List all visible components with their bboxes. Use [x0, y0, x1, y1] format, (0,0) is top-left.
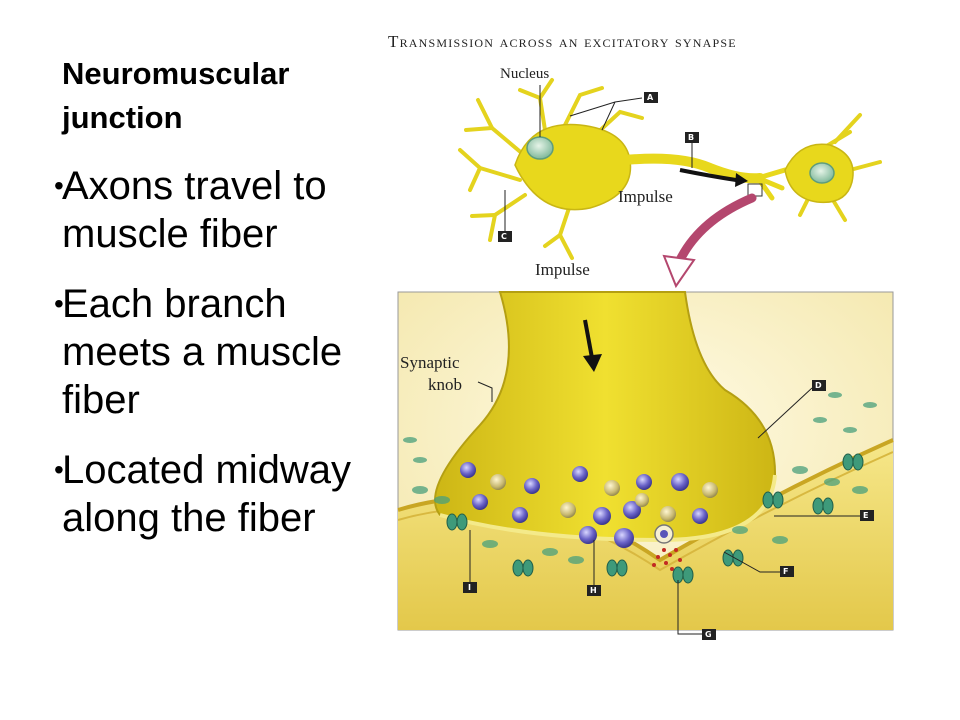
svg-text:I: I	[468, 583, 471, 592]
svg-text:D: D	[815, 381, 822, 390]
svg-text:B: B	[688, 133, 694, 142]
vesicles	[460, 462, 718, 548]
tag-e: E	[860, 510, 874, 521]
axon	[620, 153, 765, 184]
label-impulse-bottom: Impulse	[535, 260, 590, 279]
bullet-text: Axons travel to muscle fiber	[62, 164, 327, 256]
synapse-closeup: Synaptic knob D E F G H I	[397, 291, 894, 640]
svg-text:C: C	[501, 232, 507, 241]
label-synaptic-knob-2: knob	[428, 375, 462, 394]
bullet-item: •Located midway along the fiber	[54, 448, 352, 540]
bullet-list: •Axons travel to muscle fiber •Each bran…	[54, 162, 362, 564]
tag-d: D	[812, 380, 826, 391]
synapse-figure: Transmission across an excitatory synaps…	[380, 20, 940, 660]
tag-a: A	[644, 92, 658, 103]
nucleus-shape	[526, 136, 554, 160]
impulse-arrow	[679, 168, 737, 182]
tag-c-top: C	[498, 231, 512, 242]
tag-i: I	[463, 582, 477, 593]
label-nucleus: Nucleus	[500, 66, 549, 82]
svg-text:E: E	[863, 511, 868, 520]
tag-f: F	[780, 566, 794, 577]
slide-title: Neuromuscular junction	[62, 56, 290, 135]
cell-body	[514, 123, 632, 211]
svg-text:G: G	[705, 630, 712, 639]
tag-g: G	[702, 629, 716, 640]
bullet-text: Each branch meets a muscle fiber	[62, 282, 343, 422]
bullet-item: •Each branch meets a muscle fiber	[54, 282, 343, 422]
label-synaptic-knob-1: Synaptic	[400, 353, 460, 372]
organelles	[403, 392, 877, 564]
neuron-diagram: Nucleus Impulse A B C	[458, 66, 882, 289]
impulse-arrow-down	[583, 354, 602, 372]
tag-b: B	[685, 132, 699, 143]
svg-text:H: H	[590, 586, 597, 595]
bullet-text: Located midway along the fiber	[62, 448, 352, 540]
label-impulse-top: Impulse	[618, 187, 673, 206]
zoom-arrow	[675, 193, 757, 265]
neurotransmitters	[652, 548, 682, 571]
bullet-item: •Axons travel to muscle fiber	[54, 164, 327, 256]
svg-text:F: F	[783, 567, 788, 576]
muscle-fiber	[398, 440, 893, 630]
synapse-illustration: Nucleus Impulse A B C Impulse	[397, 66, 894, 640]
tag-h: H	[587, 585, 601, 596]
svg-text:A: A	[647, 93, 654, 102]
receptors	[446, 453, 864, 584]
figure-title: Transmission across an excitatory synaps…	[388, 32, 737, 51]
